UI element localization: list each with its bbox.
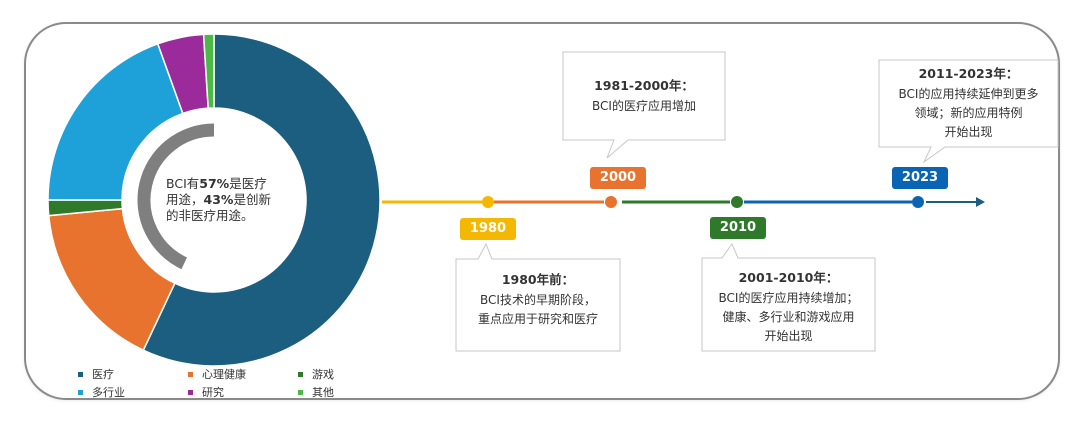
legend-swatch: [188, 371, 193, 377]
callout-box-2010: [701, 242, 876, 352]
year-badge-2010: 2010: [710, 217, 766, 239]
legend-item: 其他: [298, 384, 334, 400]
callout-text-2010: 2001-2010年： BCI的医疗应用持续增加； 健康、多行业和游戏应用 开始…: [718, 270, 859, 343]
legend-item: 游戏: [298, 366, 334, 382]
timeline-dot-2023: [912, 196, 924, 208]
legend-item: 研究: [188, 384, 224, 400]
legend-swatch: [188, 389, 193, 395]
timeline-dot-2000: [605, 196, 617, 208]
legend-item: 医疗: [78, 366, 114, 382]
callout-text-2023: 2011-2023年： BCI的应用持续延伸到更多 领域；新的应用特例 开始出现: [898, 66, 1039, 139]
donut-center-text: BCI有57%是医疗 用途，43%是创新 的非医疗用途。: [166, 176, 271, 223]
callout-box-2000: [562, 51, 726, 159]
legend-swatch: [78, 371, 83, 377]
legend-item: 多行业: [78, 384, 125, 400]
callout-text-2000: 1981-2000年： BCI的医疗应用增加: [592, 78, 696, 113]
callout-text-1980: 1980年前： BCI技术的早期阶段， 重点应用于研究和医疗: [477, 272, 598, 326]
legend-swatch: [78, 389, 83, 395]
callout-box-1980: [455, 242, 621, 352]
legend-item: 心理健康: [188, 366, 246, 382]
timeline-arrowhead: [976, 197, 985, 207]
year-badge-2023: 2023: [892, 167, 948, 189]
donut-slice-1: [47, 207, 176, 352]
callout-box-2023: [878, 59, 1059, 164]
inner-ring-arc: [137, 123, 215, 270]
legend-swatch: [298, 389, 303, 395]
donut-slice-0: [142, 33, 381, 367]
donut-slice-5: [202, 33, 215, 109]
timeline-dot-1980: [482, 196, 494, 208]
legend-swatch: [298, 371, 303, 377]
timeline-dot-2010: [731, 196, 743, 208]
donut-chart: [47, 33, 381, 367]
year-badge-2000: 2000: [590, 167, 646, 189]
year-badge-1980: 1980: [460, 218, 516, 240]
